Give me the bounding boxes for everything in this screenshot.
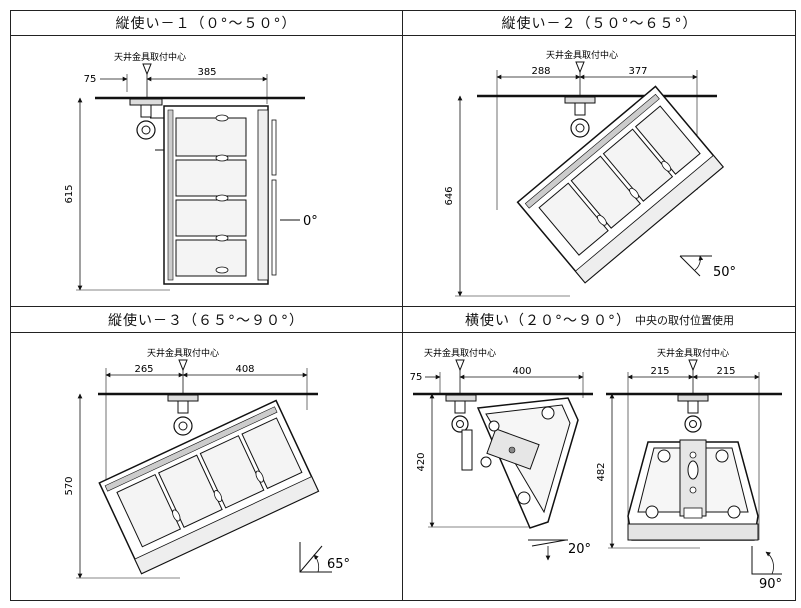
column-divider [402, 10, 403, 601]
panel-2-title: 縦使い－２（５０°～６５°） [501, 15, 698, 32]
panel-4-right-dim-b: 215 [716, 366, 735, 377]
panel-3-dim-b: 408 [235, 364, 254, 375]
panel-4-right-drawing: 天井金具取付中心 215 215 482 [596, 347, 782, 592]
panel-2-dim-b: 377 [628, 66, 647, 77]
header-divider-2 [10, 332, 796, 333]
panel-4-left-drawing: 天井金具取付中心 75 400 420 [410, 347, 593, 561]
panel-4-title-wrap: 横使い（２０°～９０°） 中央の取付位置使用 [403, 307, 796, 332]
panel-1-center-mark [142, 63, 152, 76]
panel-1-caption: 天井金具取付中心 [114, 51, 186, 63]
panel-2-angle: 50° [713, 265, 736, 280]
panel-1-dim-a: 75 [84, 74, 97, 85]
header-divider-1 [10, 35, 796, 36]
panel-3-drawing: 天井金具取付中心 265 408 570 [64, 347, 350, 579]
panel-4-left-height: 420 [416, 452, 427, 471]
panel-4-subtitle: 中央の取付位置使用 [635, 313, 734, 327]
panel-3-speaker [98, 399, 320, 575]
panel-3-title: 縦使い－３（６５°～９０°） [108, 312, 304, 329]
panel-2-drawing: 天井金具取付中心 288 377 646 [444, 49, 736, 297]
panel-3-height: 570 [64, 476, 75, 495]
panel-4-right-height: 482 [596, 462, 607, 481]
panel-4-right-dim-a: 215 [650, 366, 669, 377]
panel-2-dim-a: 288 [531, 66, 550, 77]
panel-1-dim-b: 385 [197, 67, 216, 78]
panel-4-right-caption: 天井金具取付中心 [657, 347, 729, 359]
panel-4-right-speaker [627, 439, 759, 541]
panel-4-right-angle: 90° [759, 577, 782, 592]
panel-4-left-dim-b: 400 [512, 366, 531, 377]
panel-3-caption: 天井金具取付中心 [147, 347, 219, 359]
panel-2-speaker [516, 85, 725, 284]
panel-2-center-mark [575, 61, 585, 74]
panel-1-drawing: 天井金具取付中心 75 385 615 [64, 51, 318, 291]
panel-3-angle: 65° [327, 557, 350, 572]
panel-3-center-mark [178, 359, 188, 372]
panel-4-left-angle: 20° [568, 542, 591, 557]
panel-3-dim-a: 265 [134, 364, 153, 375]
panel-4-left-caption: 天井金具取付中心 [424, 347, 496, 359]
panel-1-height: 615 [64, 184, 75, 203]
panel-2-caption: 天井金具取付中心 [546, 49, 618, 61]
row-divider [10, 306, 796, 307]
panel-2-height: 646 [444, 186, 455, 205]
panel-1-angle: 0° [303, 214, 318, 229]
panel-4-left-speaker [461, 397, 579, 529]
panel-4-title: 横使い（２０°～９０°） [465, 312, 631, 329]
panel-4-left-dim-a: 75 [410, 372, 423, 383]
table-frame [10, 10, 796, 601]
panel-1-title: 縦使い－１（０°～５０°） [115, 15, 297, 32]
